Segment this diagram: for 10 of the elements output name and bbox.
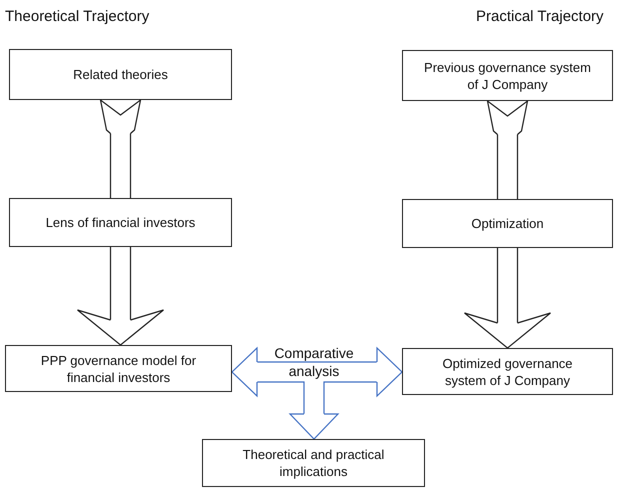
column-heading: Practical Trajectory (476, 8, 604, 25)
process-box: Previous governance system of J Company (402, 50, 613, 101)
arrow-label: Comparative analysis (262, 344, 366, 382)
process-box: Optimization (402, 199, 613, 248)
column-heading: Theoretical Trajectory (5, 8, 150, 25)
process-box: PPP governance model for financial investors (5, 345, 232, 392)
process-box: Theoretical and practical implications (202, 439, 425, 487)
process-box: Lens of financial investors (9, 198, 232, 247)
process-box: Related theories (9, 49, 232, 100)
process-box: Optimized governance system of J Company (402, 348, 613, 395)
